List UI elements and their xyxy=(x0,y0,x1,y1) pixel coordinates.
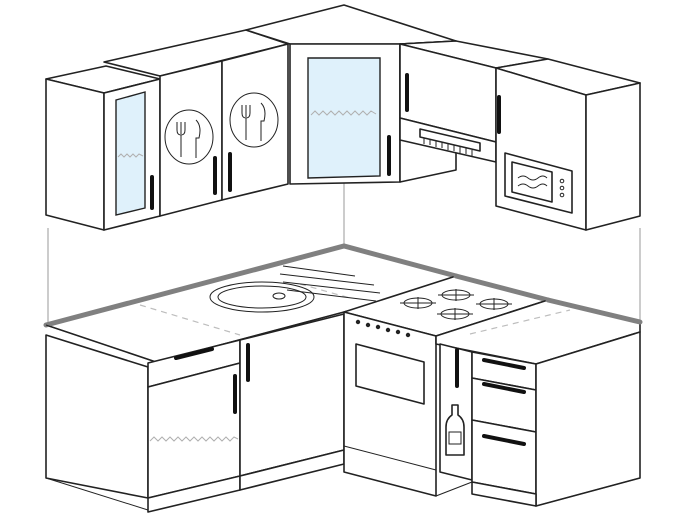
bottle-icon xyxy=(445,404,465,456)
drawer-3 xyxy=(471,419,537,495)
sink-icon xyxy=(209,265,381,313)
oven-icon xyxy=(343,273,551,497)
burner-icon xyxy=(476,298,512,310)
base-cabinet-left xyxy=(45,334,241,513)
microwave-icon xyxy=(504,152,573,214)
oven-door xyxy=(355,343,425,405)
base-cabinet-middle xyxy=(239,313,345,491)
base-cabinet-right xyxy=(435,297,643,507)
burner-icon xyxy=(437,308,473,320)
base-door-middle xyxy=(239,313,345,477)
base-door-left xyxy=(147,362,241,499)
upper-cabinets-right xyxy=(399,40,641,231)
fork-knife-emblem-icon xyxy=(164,109,214,165)
upper-cabinets-left xyxy=(45,29,289,231)
burner-icon xyxy=(438,289,474,301)
fork-knife-emblem-icon xyxy=(229,92,279,148)
burner-icon xyxy=(400,297,436,309)
wall-lines xyxy=(47,182,641,325)
upper-door-3 xyxy=(221,43,289,201)
glass-door-corner xyxy=(307,57,381,179)
